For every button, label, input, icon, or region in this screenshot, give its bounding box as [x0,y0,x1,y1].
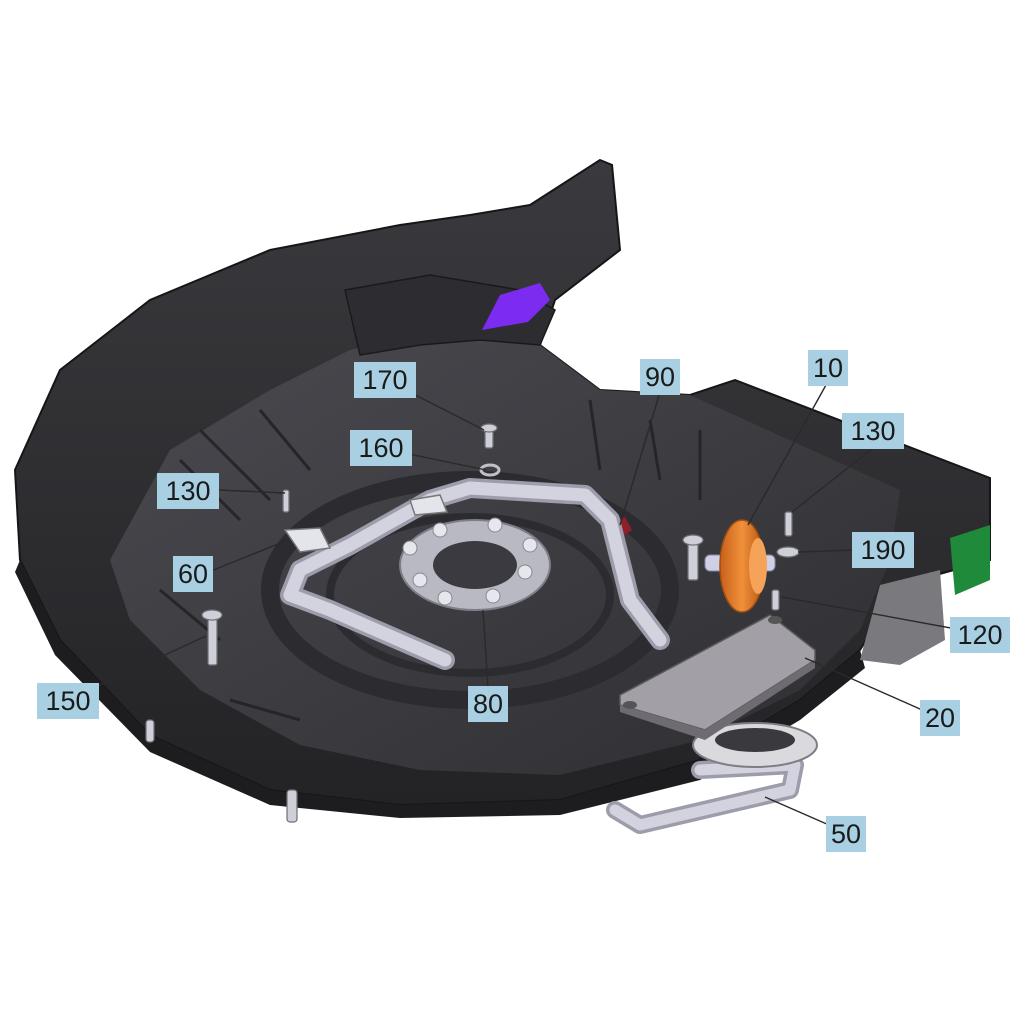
callout-label: 90 [645,362,675,392]
callout-label: 120 [957,620,1002,650]
callout-label: 190 [860,535,905,565]
green-part [950,525,990,595]
callout-label: 170 [362,365,407,395]
callout-label: 130 [165,476,210,506]
callout-label: 50 [831,819,861,849]
callout-label: 150 [45,686,90,716]
purple-part [482,283,550,330]
callout-120: 120 [950,617,1010,653]
callout-130-right: 130 [842,413,904,449]
callout-label: 10 [813,353,843,383]
screw-150 [207,614,218,666]
callout-130-left: 130 [157,473,219,509]
callout-50: 50 [826,816,866,852]
fan-ring-inner [326,513,614,677]
bottom-screw-2 [145,719,155,743]
side-panel-grey [860,570,945,665]
callout-60: 60 [173,556,213,592]
callout-label: 60 [178,559,208,589]
callout-190: 190 [852,532,914,568]
screw-130-right [784,511,793,537]
bottom-screw-1 [286,789,298,823]
callout-160: 160 [350,430,412,466]
clamp [283,494,449,553]
roller [704,519,776,613]
washer-190 [776,546,800,558]
callout-20: 20 [920,700,960,736]
callout-label: 80 [473,689,503,719]
callout-10: 10 [808,350,848,386]
screw-post [687,539,699,581]
cover-plate [619,614,816,740]
flange-ring [399,517,551,611]
screws [145,423,800,823]
callout-80: 80 [468,686,508,722]
lower-fan [692,722,818,768]
callout-170: 170 [354,362,416,398]
screw-120 [771,589,780,611]
callout-label: 20 [925,703,955,733]
callout-150: 150 [37,683,99,719]
callout-label: 160 [358,433,403,463]
callout-90: 90 [640,359,680,395]
washer-160 [479,463,501,477]
callout-label: 130 [850,416,895,446]
screw-130-left [282,489,290,513]
